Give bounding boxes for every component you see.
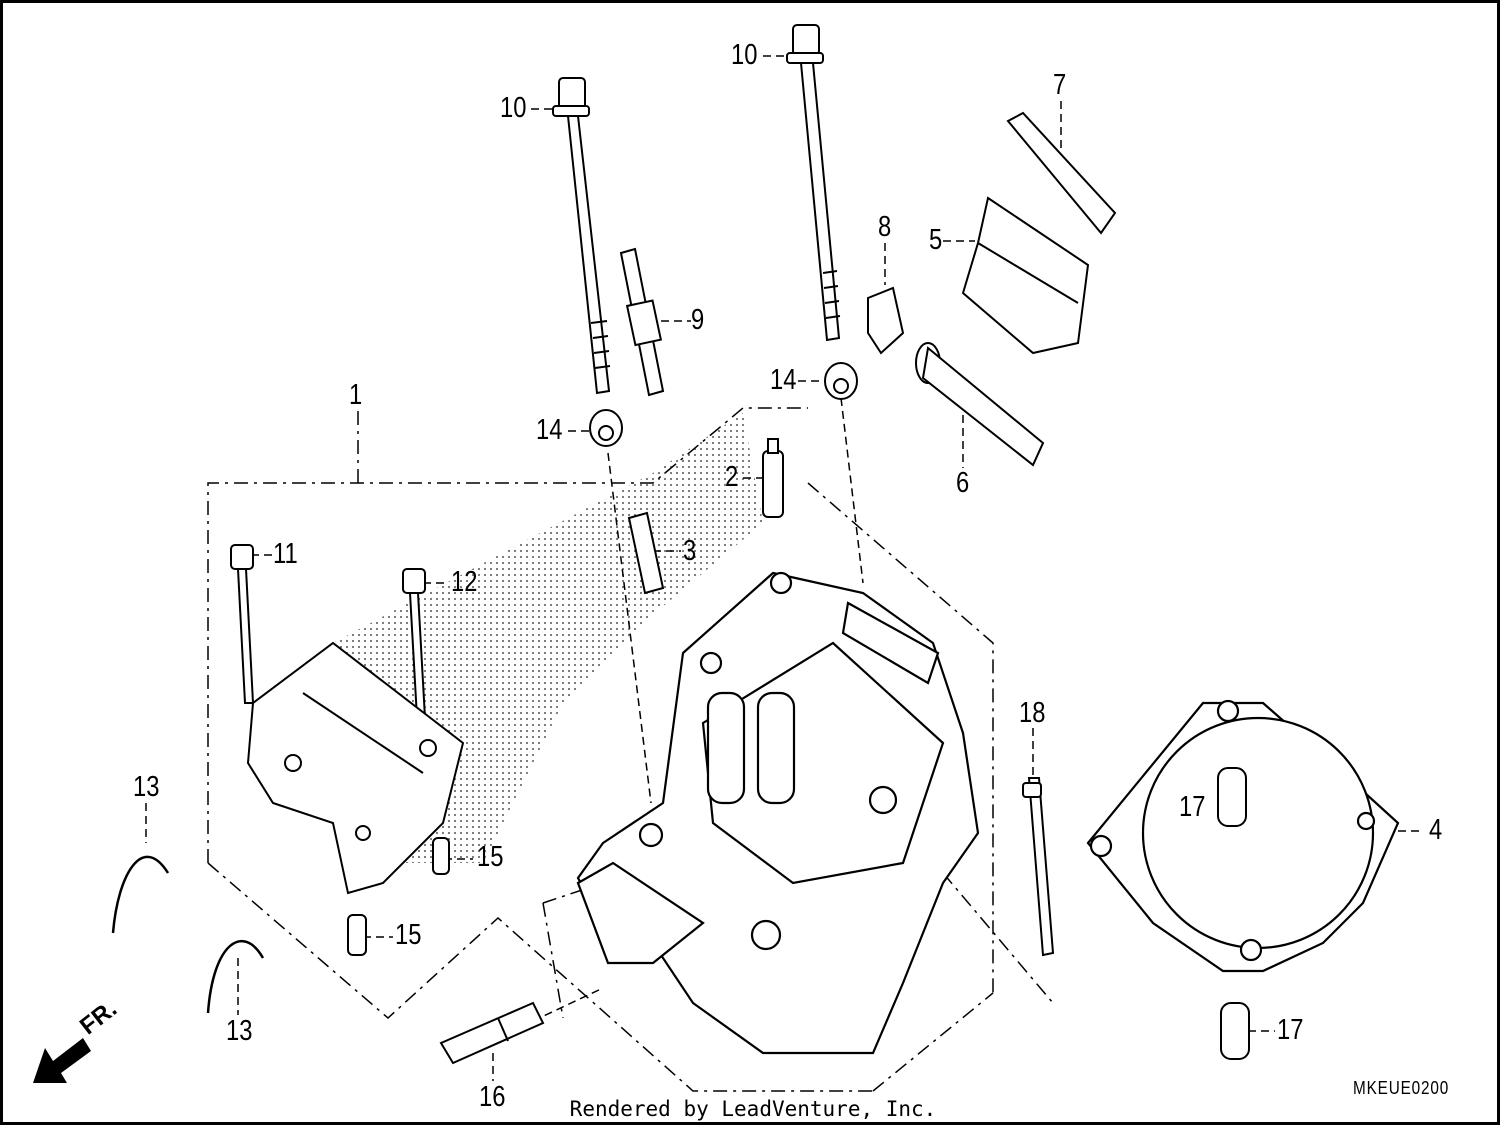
dowel-15-upper	[432, 837, 450, 875]
washer-14-left	[589, 409, 623, 447]
cylinder-head	[576, 571, 980, 1055]
leader-lines	[145, 55, 1423, 1081]
footer-credit: Rendered by LeadVenture, Inc.	[569, 1097, 937, 1121]
callout-4: 4	[1429, 814, 1443, 846]
clip-8	[867, 286, 905, 355]
assembly-bracket	[207, 407, 1054, 1092]
bolt-10-left	[552, 77, 611, 395]
callout-3: 3	[683, 535, 697, 567]
dowel-15-lower	[347, 914, 367, 956]
callout-17-lower: 17	[1277, 1014, 1304, 1046]
guide-3	[627, 511, 665, 595]
dowel-17-upper	[1217, 767, 1247, 827]
bolt-11	[230, 544, 255, 704]
callout-8: 8	[878, 211, 892, 243]
callout-14-right: 14	[770, 364, 797, 396]
callout-6: 6	[956, 467, 970, 499]
shaft-6	[915, 342, 1045, 467]
stud-16	[439, 1001, 545, 1065]
pin-7	[1006, 111, 1117, 235]
callout-5: 5	[929, 224, 943, 256]
spark-plug-9	[619, 247, 665, 397]
callout-7: 7	[1053, 69, 1067, 101]
callout-13-upper: 13	[133, 771, 160, 803]
callout-17-upper: 17	[1179, 791, 1206, 823]
callout-14-left: 14	[536, 414, 563, 446]
exploded-parts-drawing	[33, 24, 1423, 1092]
callout-13-lower: 13	[226, 1015, 253, 1047]
seal-13-lower	[206, 939, 265, 1014]
gasket-4	[1086, 699, 1400, 973]
callout-2: 2	[725, 461, 739, 493]
callout-10-right: 10	[731, 39, 758, 71]
callout-18: 18	[1019, 697, 1046, 729]
dowel-17-lower	[1220, 1002, 1250, 1060]
bolt-10-right	[786, 24, 841, 342]
seal-13-upper	[111, 855, 170, 934]
washer-14-right	[824, 362, 858, 400]
rocker-arm-5	[961, 196, 1090, 355]
callout-16: 16	[479, 1081, 506, 1113]
front-direction-arrow-icon	[33, 1038, 91, 1083]
callout-1: 1	[349, 379, 363, 411]
callout-10-left: 10	[500, 92, 527, 124]
callout-15-upper: 15	[477, 841, 504, 873]
stud-18	[1022, 777, 1055, 957]
guide-2	[762, 438, 784, 518]
callout-11: 11	[273, 538, 298, 570]
camshaft-holder	[246, 641, 465, 895]
callout-9: 9	[691, 304, 705, 336]
callout-15-lower: 15	[395, 919, 422, 951]
callout-12: 12	[451, 566, 478, 598]
diagram-code: MKEUE0200	[1353, 1078, 1450, 1098]
